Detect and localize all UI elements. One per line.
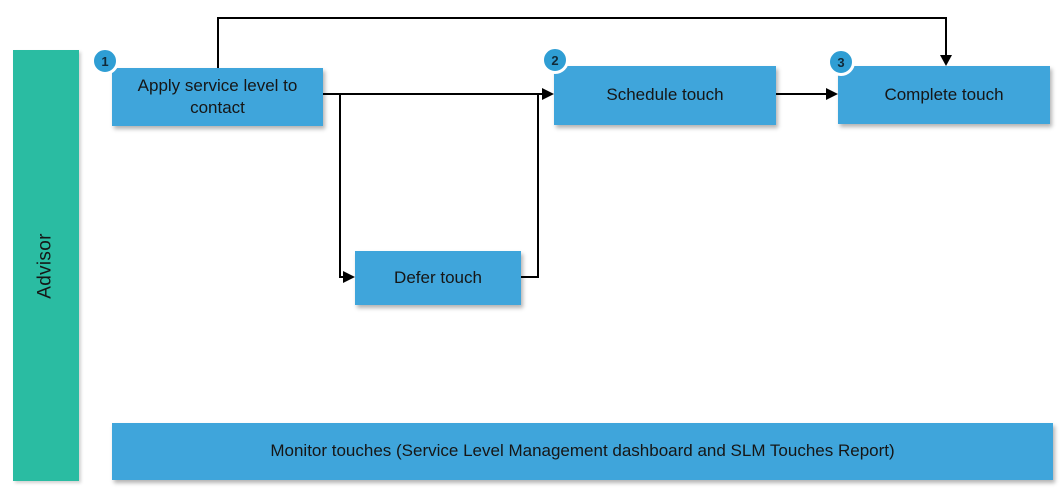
step-apply-service-level-label: Apply service level to contact	[137, 75, 298, 117]
connector-defer-branch-down	[339, 93, 341, 278]
step-complete-touch-label: Complete touch	[884, 84, 1004, 104]
step-number-badge-2: 2	[541, 46, 569, 74]
connector-defer-return-up	[537, 93, 539, 278]
step-schedule-touch-label: Schedule touch	[606, 85, 724, 105]
step-complete-touch-box: Complete touch	[838, 66, 1050, 124]
monitor-touches-bar: Monitor touches (Service Level Managemen…	[112, 423, 1053, 480]
connector-step1-to-step2	[323, 93, 543, 95]
advisor-lane: Advisor	[13, 50, 79, 481]
connector-defer-return-out	[521, 276, 539, 278]
step-number-2: 2	[551, 52, 559, 68]
step-number-1: 1	[101, 53, 109, 69]
arrowhead-into-complete-touch	[826, 88, 838, 100]
connector-feedback-top	[217, 17, 947, 19]
connector-feedback-rise	[217, 18, 219, 68]
monitor-touches-label: Monitor touches (Service Level Managemen…	[270, 441, 895, 461]
arrowhead-feedback-into-complete-touch	[940, 55, 952, 66]
step-apply-service-level-box: Apply service level to contact	[112, 68, 323, 126]
step-number-badge-1: 1	[91, 47, 119, 75]
defer-touch-box: Defer touch	[355, 251, 521, 305]
connector-feedback-drop	[945, 17, 947, 56]
step-schedule-touch-box: Schedule touch	[554, 66, 776, 125]
step-number-badge-3: 3	[827, 48, 855, 76]
step-number-3: 3	[837, 54, 845, 70]
arrowhead-into-defer-touch	[343, 271, 355, 283]
connector-step2-to-step3	[776, 93, 826, 95]
arrowhead-into-schedule-touch	[542, 88, 554, 100]
defer-touch-label: Defer touch	[394, 267, 482, 287]
advisor-lane-label: Advisor	[35, 232, 56, 299]
